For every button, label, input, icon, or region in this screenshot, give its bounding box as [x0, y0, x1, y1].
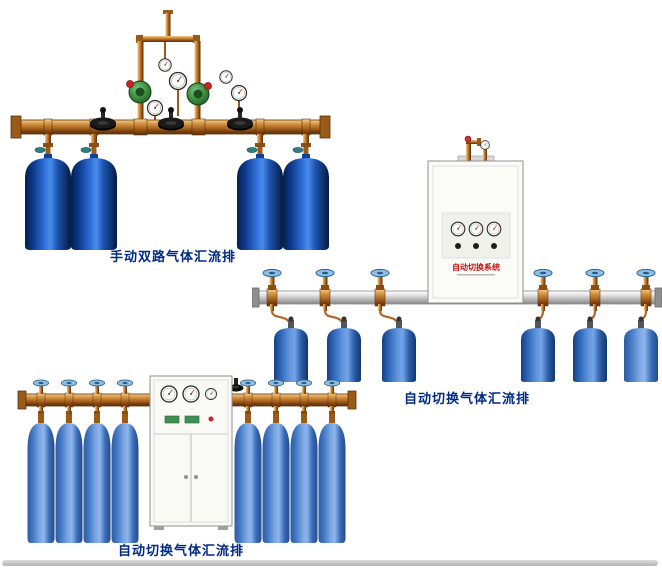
gas-cylinders [27, 406, 346, 543]
pipe-valves [262, 268, 656, 290]
caption-auto-switch-right: 自动切换气体汇流排 [404, 391, 531, 406]
cabinet-gauge [160, 385, 178, 403]
cabinet-gauge [450, 221, 466, 237]
gas-cylinder [262, 406, 290, 543]
gas-cylinder [290, 406, 318, 543]
indicator-red [208, 416, 214, 422]
pressure-regulator-right [186, 82, 212, 106]
pressure-regulator-left [126, 80, 152, 104]
valve-with-blue-handwheel [323, 379, 341, 394]
door-handle [184, 475, 188, 479]
cabinet-knob [473, 243, 479, 249]
cabinet-gauge [468, 221, 484, 237]
gas-cylinder [27, 406, 55, 543]
gas-cylinder [83, 406, 111, 543]
pressure-gauge [158, 58, 172, 72]
bottom-divider [2, 560, 658, 566]
cabinet-knob [455, 243, 461, 249]
pressure-gauge [219, 70, 233, 84]
cabinet-foot [218, 526, 228, 530]
gas-cylinder [25, 158, 71, 250]
caption-manual-dual-manifold: 手动双路气体汇流排 [110, 249, 237, 264]
cabinet-knob [491, 243, 497, 249]
valve-with-blue-handwheel [636, 268, 656, 290]
gas-cylinder [318, 406, 346, 543]
valve-with-blue-handwheel [295, 379, 313, 394]
gas-cylinder [327, 316, 361, 382]
valve-with-blue-handwheel [533, 268, 553, 290]
control-cabinet: 自动切换系统 [427, 135, 524, 304]
gas-cylinder [55, 406, 83, 543]
caption-auto-switch-bottom: 自动切换气体汇流排 [118, 543, 245, 558]
handwheel-valve [227, 107, 253, 131]
gas-cylinder [234, 406, 262, 543]
valve-with-blue-handwheel [88, 379, 106, 394]
gas-cylinder [274, 316, 308, 382]
valve-with-blue-handwheel [60, 379, 78, 394]
handwheel-valve [90, 107, 116, 131]
cylinder-valve [246, 134, 265, 160]
gas-cylinder [624, 316, 658, 382]
pressure-gauge [146, 99, 164, 117]
valve-with-blue-handwheel [370, 268, 390, 290]
gas-cylinders [274, 316, 658, 382]
handwheel-valves [90, 107, 253, 131]
cylinder-connectors [34, 134, 311, 160]
auto-switch-manifold-right-illustration: 自动切换系统 [252, 135, 662, 382]
valve-with-blue-handwheel [315, 268, 335, 290]
handwheel-valve [158, 107, 184, 131]
valve-with-blue-handwheel [267, 379, 285, 394]
valve-with-blue-handwheel [32, 379, 50, 394]
cabinet-label: 自动切换系统 [452, 262, 500, 272]
gas-cylinder [382, 316, 416, 382]
pressure-gauge [230, 84, 248, 102]
manual-dual-manifold-illustration [10, 10, 331, 250]
cabinet-gauge [205, 388, 217, 400]
indicator-green [184, 415, 200, 424]
gas-cylinder [71, 158, 117, 250]
cabinet-gauge [182, 385, 200, 403]
cylinder-valve [292, 134, 311, 160]
gas-cylinder [573, 316, 607, 382]
pressure-gauge [480, 140, 490, 150]
gas-cylinder [521, 316, 555, 382]
pressure-gauge [168, 71, 188, 91]
cabinet-foot [154, 526, 164, 530]
valve-with-blue-handwheel [116, 379, 134, 394]
auto-switch-manifold-bottom-illustration [17, 375, 357, 543]
cabinet-gauge [486, 221, 502, 237]
indicator-green [164, 415, 180, 424]
cylinder-valve [80, 134, 99, 160]
valve-with-blue-handwheel [585, 268, 605, 290]
control-cabinet [149, 375, 233, 530]
door-handle [194, 475, 198, 479]
valve-with-blue-handwheel [239, 379, 257, 394]
gas-cylinder [111, 406, 139, 543]
cylinder-valve [34, 134, 53, 160]
valve-with-blue-handwheel [262, 268, 282, 290]
